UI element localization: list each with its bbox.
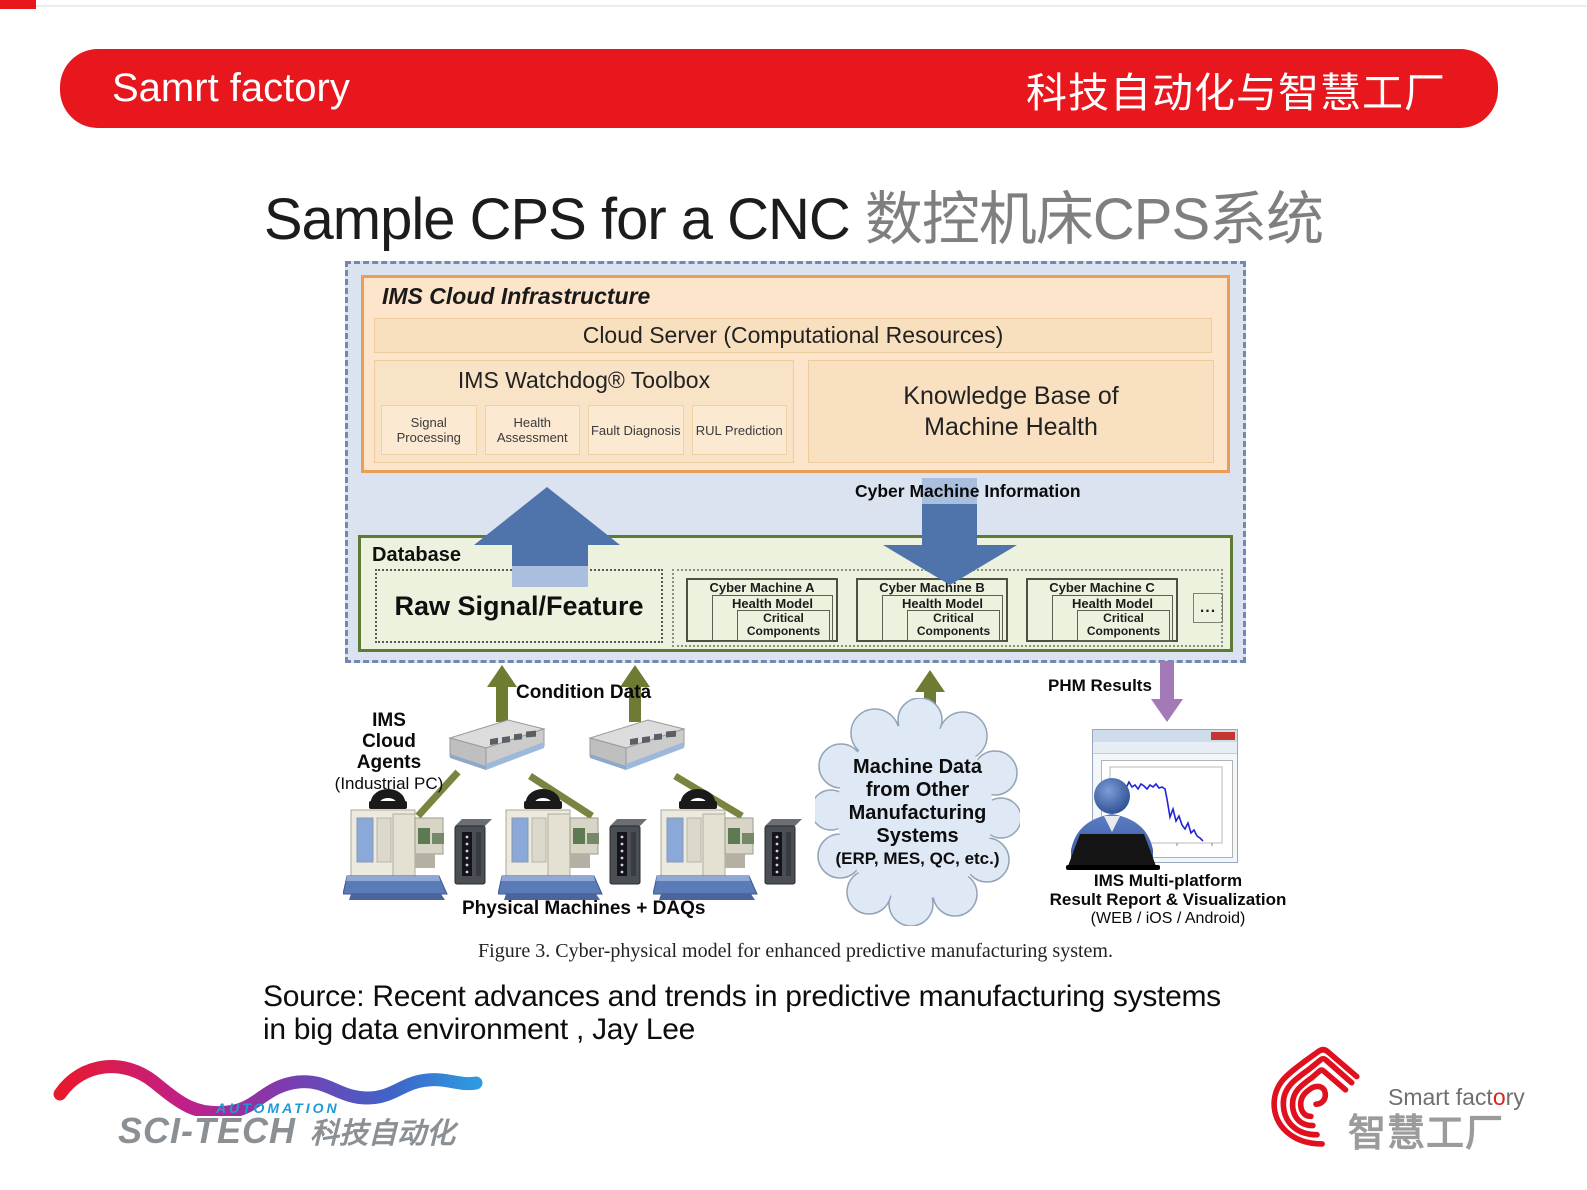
knowledge-base-line2: Machine Health (924, 412, 1098, 441)
cyber-machines-container: Cyber Machine A Health Model Critical Co… (672, 569, 1223, 647)
spiral-logo (1271, 1046, 1360, 1147)
module-fault-diagnosis: Fault Diagnosis (588, 405, 684, 455)
cyber-machine-a-box: Cyber Machine A Health Model Critical Co… (686, 578, 838, 642)
smart-factory-part1: Smart fact (1388, 1084, 1493, 1110)
module-signal-processing: Signal Processing (381, 405, 477, 455)
header-title-left: Samrt factory (112, 66, 350, 110)
health-model-box: Health Model Critical Components (712, 595, 833, 642)
health-model-label: Health Model (732, 596, 813, 611)
smart-factory-red-o: o (1492, 1084, 1506, 1110)
header-bar: Samrt factory 科技自动化与智慧工厂 (60, 49, 1498, 128)
cloud-line-4: Systems (876, 825, 959, 847)
close-icon (1211, 732, 1235, 740)
source-line2: in big data environment , Jay Lee (263, 1013, 696, 1046)
phm-results-arrow-icon (1151, 661, 1183, 722)
industrial-pc-illustration (448, 719, 546, 770)
cyber-machine-c-box: Cyber Machine C Health Model Critical Co… (1026, 578, 1178, 642)
browser-window-illustration (1092, 729, 1238, 863)
top-divider (0, 5, 1587, 7)
watchdog-toolbox-box: IMS Watchdog® Toolbox Signal Processing … (374, 360, 794, 463)
smart-factory-part3: ry (1505, 1084, 1525, 1110)
scitech-name: SCI-TECH (118, 1110, 296, 1151)
figure-caption: Figure 3. Cyber-physical model for enhan… (478, 940, 1113, 962)
machine-data-cloud: Machine Data from Other Manufacturing Sy… (810, 697, 1022, 927)
more-machines-ellipsis: ... (1193, 593, 1223, 623)
database-box: Database Raw Signal/Feature Cyber Machin… (358, 535, 1233, 652)
multiplatform-line2: Result Report & Visualization (1049, 890, 1287, 909)
health-model-label: Health Model (1072, 596, 1153, 611)
raw-signal-feature-box: Raw Signal/Feature (375, 569, 663, 643)
knowledge-base-box: Knowledge Base of Machine Health (808, 360, 1214, 463)
page-title-zh: 数控机床CPS系统 (864, 187, 1324, 252)
ims-cloud-infrastructure-label: IMS Cloud Infrastructure (382, 283, 651, 309)
header-title-right: 科技自动化与智慧工厂 (1026, 69, 1446, 116)
wave-logo (53, 1060, 483, 1116)
health-model-box: Health Model Critical Components (1052, 595, 1173, 642)
ims-cloud-infrastructure-box: IMS Cloud Infrastructure Cloud Server (C… (361, 275, 1230, 473)
page-title-en: Sample CPS for a CNC (263, 187, 865, 252)
cloud-line-2: from Other (865, 779, 970, 801)
industrial-pc-illustration (588, 719, 686, 770)
top-left-red-mark (0, 0, 36, 9)
agents-line2: Cloud Agents (356, 731, 422, 773)
multiplatform-label: IMS Multi-platform Result Report & Visua… (1048, 871, 1288, 928)
watchdog-modules: Signal Processing Health Assessment Faul… (381, 405, 787, 455)
cyber-machine-a-name: Cyber Machine A (709, 580, 815, 595)
daq-module-illustration (454, 819, 492, 885)
scitech-logo-text: SCI-TECH 科技自动化 (118, 1110, 455, 1152)
daq-module-illustration (609, 819, 647, 885)
data-cloud-shape (810, 697, 1022, 927)
cloud-server-box: Cloud Server (Computational Resources) (374, 318, 1212, 353)
automation-label: AUTOMATION (216, 1100, 340, 1116)
agents-line3: (Industrial PC) (334, 774, 444, 793)
cyber-machine-b-name: Cyber Machine B (879, 580, 985, 595)
cps-diagram: IMS Cloud Infrastructure Cloud Server (C… (345, 261, 1246, 663)
browser-titlebar (1093, 730, 1237, 742)
critical-components-box: Critical Components (907, 610, 1000, 641)
cloud-line-3: Manufacturing (848, 802, 987, 824)
scitech-zh: 科技自动化 (310, 1118, 456, 1150)
critical-components-box: Critical Components (737, 610, 830, 641)
cnc-machine-illustration (343, 789, 492, 900)
agents-line1: IMS (372, 710, 406, 731)
module-rul-prediction: RUL Prediction (691, 405, 787, 455)
smart-factory-en: Smart factory (1388, 1084, 1525, 1111)
daq-module-illustration (764, 819, 802, 885)
health-model-label: Health Model (902, 596, 983, 611)
knowledge-base-line1: Knowledge Base of (903, 381, 1119, 410)
cloud-line-1: Machine Data (853, 756, 982, 778)
watchdog-toolbox-label: IMS Watchdog® Toolbox (457, 367, 711, 393)
cloud-detail: (ERP, MES, QC, etc.) (835, 849, 1000, 868)
ims-cloud-agents-label: IMS Cloud Agents (Industrial PC) (328, 710, 450, 794)
physical-machines-label: Physical Machines + DAQs (462, 898, 706, 919)
phm-results-label: PHM Results (1048, 676, 1152, 695)
source-citation: Source: Recent advances and trends in pr… (263, 980, 1221, 1046)
module-health-assessment: Health Assessment (484, 405, 580, 455)
source-line1: Source: Recent advances and trends in pr… (263, 980, 1221, 1013)
condition-data-label: Condition Data (516, 682, 652, 703)
health-model-box: Health Model Critical Components (882, 595, 1003, 642)
critical-components-box: Critical Components (1077, 610, 1170, 641)
cyber-machine-c-name: Cyber Machine C (1049, 580, 1155, 595)
machine-data-cloud-text: Machine Data from Other Manufacturing Sy… (815, 756, 1020, 870)
multiplatform-line3: (WEB / iOS / Android) (1090, 910, 1246, 927)
cnc-machine-illustration (498, 789, 647, 900)
database-label: Database (372, 544, 461, 566)
cyber-machine-b-box: Cyber Machine B Health Model Critical Co… (856, 578, 1008, 642)
page-title: Sample CPS for a CNC 数控机床CPS系统 (0, 172, 1587, 256)
cnc-machine-illustration (653, 789, 802, 900)
cyber-machine-information-label: Cyber Machine Information (855, 481, 1081, 501)
multiplatform-line1: IMS Multi-platform (1093, 871, 1243, 890)
browser-navbar (1093, 742, 1237, 754)
person-at-laptop-icon (1066, 778, 1160, 870)
smart-factory-zh: 智慧工厂 (1348, 1113, 1505, 1155)
